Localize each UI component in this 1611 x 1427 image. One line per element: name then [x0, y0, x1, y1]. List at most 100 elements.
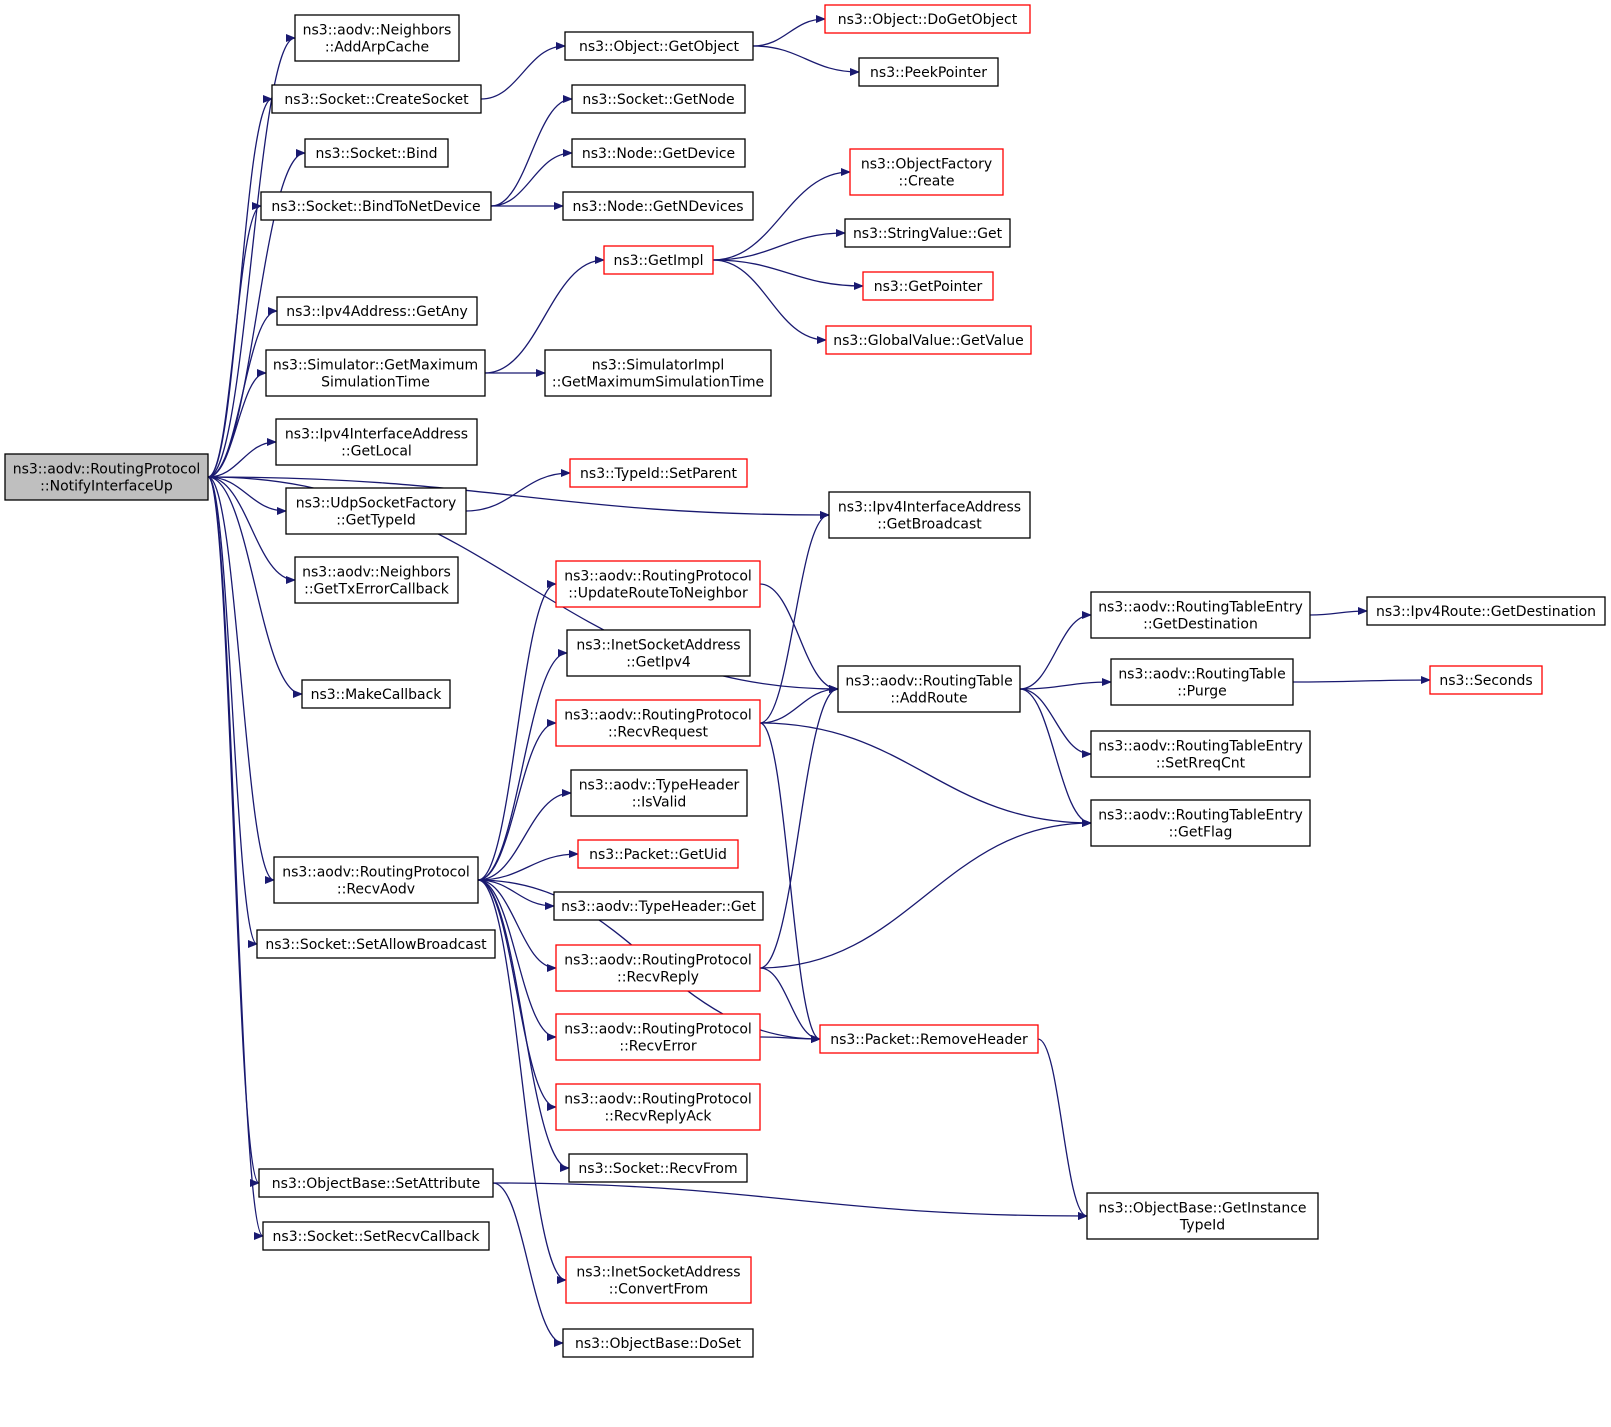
node-box [1090, 591, 1311, 639]
node-label-line: ::GetLocal [341, 444, 412, 460]
node-label-line: ns3::aodv::TypeHeader::Get [561, 899, 756, 915]
edge-line [207, 476, 260, 1187]
node-label-line: ns3::StringValue::Get [853, 226, 1003, 242]
node-box [858, 57, 999, 87]
node-ipv4GetAny[interactable]: ns3::Ipv4Address::GetAny [276, 296, 478, 326]
node-box [260, 191, 492, 221]
node-label-line: ns3::Simulator::GetMaximum [273, 358, 478, 374]
node-recvError[interactable]: ns3::aodv::RoutingProtocol::RecvError [555, 1013, 761, 1061]
node-box [562, 191, 754, 221]
node-getImpl[interactable]: ns3::GetImpl [603, 245, 714, 275]
node-packetGetUid[interactable]: ns3::Packet::GetUid [577, 839, 739, 869]
node-box [256, 929, 496, 959]
node-peekPointer[interactable]: ns3::PeekPointer [858, 57, 999, 87]
node-bindToNetDevice[interactable]: ns3::Socket::BindToNetDevice [260, 191, 492, 221]
node-label-line: ::GetDestination [1143, 617, 1258, 633]
node-typeIdSetParent[interactable]: ns3::TypeId::SetParent [569, 458, 748, 488]
edge-line [752, 15, 826, 47]
node-recvReply[interactable]: ns3::aodv::RoutingProtocol::RecvReply [555, 944, 761, 992]
edge-line [207, 476, 303, 698]
node-label-line: ns3::Socket::Bind [315, 146, 437, 162]
node-box [577, 839, 739, 869]
node-recvReplyAck[interactable]: ns3::aodv::RoutingProtocol::RecvReplyAck [555, 1083, 761, 1131]
edge-root-to-simGetMax [207, 369, 267, 478]
node-typeHdrGet[interactable]: ns3::aodv::TypeHeader::Get [553, 891, 764, 921]
node-label-line: ::GetIpv4 [626, 655, 691, 671]
node-makeCallback[interactable]: ns3::MakeCallback [301, 679, 451, 709]
edge-line [492, 1182, 1088, 1220]
node-label-line: ns3::ObjectFactory [861, 157, 992, 173]
edge-line [480, 42, 566, 100]
node-label-line: ::ConvertFrom [609, 1282, 708, 1298]
node-box [862, 271, 994, 301]
edge-recvReply-to-rteGetFlag [759, 819, 1092, 969]
edge-updateRoute-to-rtAddRoute [759, 583, 839, 693]
edge-line [1037, 1038, 1088, 1220]
node-label-line: ::IsValid [632, 795, 687, 811]
node-seconds[interactable]: ns3::Seconds [1429, 665, 1543, 695]
node-rteGetDest[interactable]: ns3::aodv::RoutingTableEntry::GetDestina… [1090, 591, 1311, 639]
node-getPointer[interactable]: ns3::GetPointer [862, 271, 994, 301]
edge-recvRequest-to-rteGetFlag [759, 722, 1092, 827]
node-label-line: TypeId [1179, 1218, 1225, 1234]
node-socketRecvFrom[interactable]: ns3::Socket::RecvFrom [568, 1153, 748, 1183]
edge-root-to-bindToNetDevice [207, 202, 262, 478]
node-label-line: ns3::Ipv4InterfaceAddress [285, 427, 468, 443]
edge-rtAddRoute-to-rtPurge [1019, 678, 1112, 690]
edge-recvError-to-packetRemoveHdr [759, 1034, 821, 1043]
node-bind[interactable]: ns3::Socket::Bind [304, 138, 449, 168]
node-rteGetFlag[interactable]: ns3::aodv::RoutingTableEntry::GetFlag [1090, 799, 1311, 847]
node-label-line: ns3::Seconds [1439, 673, 1532, 689]
node-label-line: ::RecvAodv [337, 882, 415, 898]
node-label-line: ns3::aodv::RoutingProtocol [564, 569, 752, 585]
node-updateRoute[interactable]: ns3::aodv::RoutingProtocol::UpdateRouteT… [555, 560, 761, 608]
node-rteSetRreq[interactable]: ns3::aodv::RoutingTableEntry::SetRreqCnt [1090, 730, 1311, 778]
node-getNode[interactable]: ns3::Socket::GetNode [571, 84, 746, 114]
node-recvAodv[interactable]: ns3::aodv::RoutingProtocol::RecvAodv [273, 856, 479, 904]
node-ipv4IfGetBcast[interactable]: ns3::Ipv4InterfaceAddress::GetBroadcast [828, 491, 1031, 539]
node-simImplGetMax[interactable]: ns3::SimulatorImpl::GetMaximumSimulation… [544, 349, 772, 397]
node-addArpCache[interactable]: ns3::aodv::Neighbors::AddArpCache [294, 14, 460, 62]
edge-getImpl-to-globalValueGet [712, 259, 827, 344]
edge-recvAodv-to-updateRoute [477, 580, 557, 881]
node-getTxErrCb[interactable]: ns3::aodv::Neighbors::GetTxErrorCallback [294, 556, 459, 604]
node-setAttribute[interactable]: ns3::ObjectBase::SetAttribute [258, 1168, 494, 1198]
node-rtAddRoute[interactable]: ns3::aodv::RoutingTable::AddRoute [837, 665, 1021, 713]
node-inetConvertFrom[interactable]: ns3::InetSocketAddress::ConvertFrom [565, 1256, 752, 1304]
node-label-line: ns3::aodv::Neighbors [303, 23, 452, 39]
node-objFactoryCreate[interactable]: ns3::ObjectFactory::Create [849, 148, 1004, 196]
edge-line [477, 580, 557, 881]
edge-line [477, 879, 557, 972]
node-createSocket[interactable]: ns3::Socket::CreateSocket [271, 84, 482, 114]
node-setAllowBcast[interactable]: ns3::Socket::SetAllowBroadcast [256, 929, 496, 959]
node-box [265, 349, 486, 397]
node-box [837, 665, 1021, 713]
node-udpGetTypeId[interactable]: ns3::UdpSocketFactory::GetTypeId [285, 487, 467, 535]
edge-line [1019, 611, 1092, 690]
edge-line [492, 1182, 564, 1347]
node-objDoSet[interactable]: ns3::ObjectBase::DoSet [562, 1328, 754, 1358]
node-rtPurge[interactable]: ns3::aodv::RoutingTable::Purge [1110, 658, 1294, 706]
node-label-line: ns3::aodv::Neighbors [302, 565, 451, 581]
edge-recvReply-to-packetRemoveHdr [759, 967, 821, 1043]
node-getObject[interactable]: ns3::Object::GetObject [564, 31, 754, 61]
node-getDevice[interactable]: ns3::Node::GetDevice [571, 138, 746, 168]
edge-line [477, 879, 557, 1041]
node-setRecvCb[interactable]: ns3::Socket::SetRecvCallback [262, 1221, 490, 1251]
node-globalValueGet[interactable]: ns3::GlobalValue::GetValue [825, 325, 1032, 355]
node-getNDevices[interactable]: ns3::Node::GetNDevices [562, 191, 754, 221]
node-packetRemoveHdr[interactable]: ns3::Packet::RemoveHeader [819, 1024, 1039, 1054]
node-ipv4RouteGetDest[interactable]: ns3::Ipv4Route::GetDestination [1366, 596, 1606, 626]
node-ipv4IfGetLocal[interactable]: ns3::Ipv4InterfaceAddress::GetLocal [275, 418, 478, 466]
node-simGetMax[interactable]: ns3::Simulator::GetMaximumSimulationTime [265, 349, 486, 397]
edge-line [477, 879, 570, 1172]
edge-line [207, 476, 258, 948]
node-label-line: ns3::Ipv4Address::GetAny [286, 304, 468, 320]
node-label-line: ns3::Socket::GetNode [582, 92, 734, 108]
node-doGetObject[interactable]: ns3::Object::DoGetObject [824, 4, 1031, 34]
node-inetGetIpv4[interactable]: ns3::InetSocketAddress::GetIpv4 [566, 629, 751, 677]
node-typeHdrIsValid[interactable]: ns3::aodv::TypeHeader::IsValid [570, 769, 748, 817]
node-recvRequest[interactable]: ns3::aodv::RoutingProtocol::RecvRequest [555, 699, 761, 747]
node-stringValueGet[interactable]: ns3::StringValue::Get [844, 218, 1011, 248]
